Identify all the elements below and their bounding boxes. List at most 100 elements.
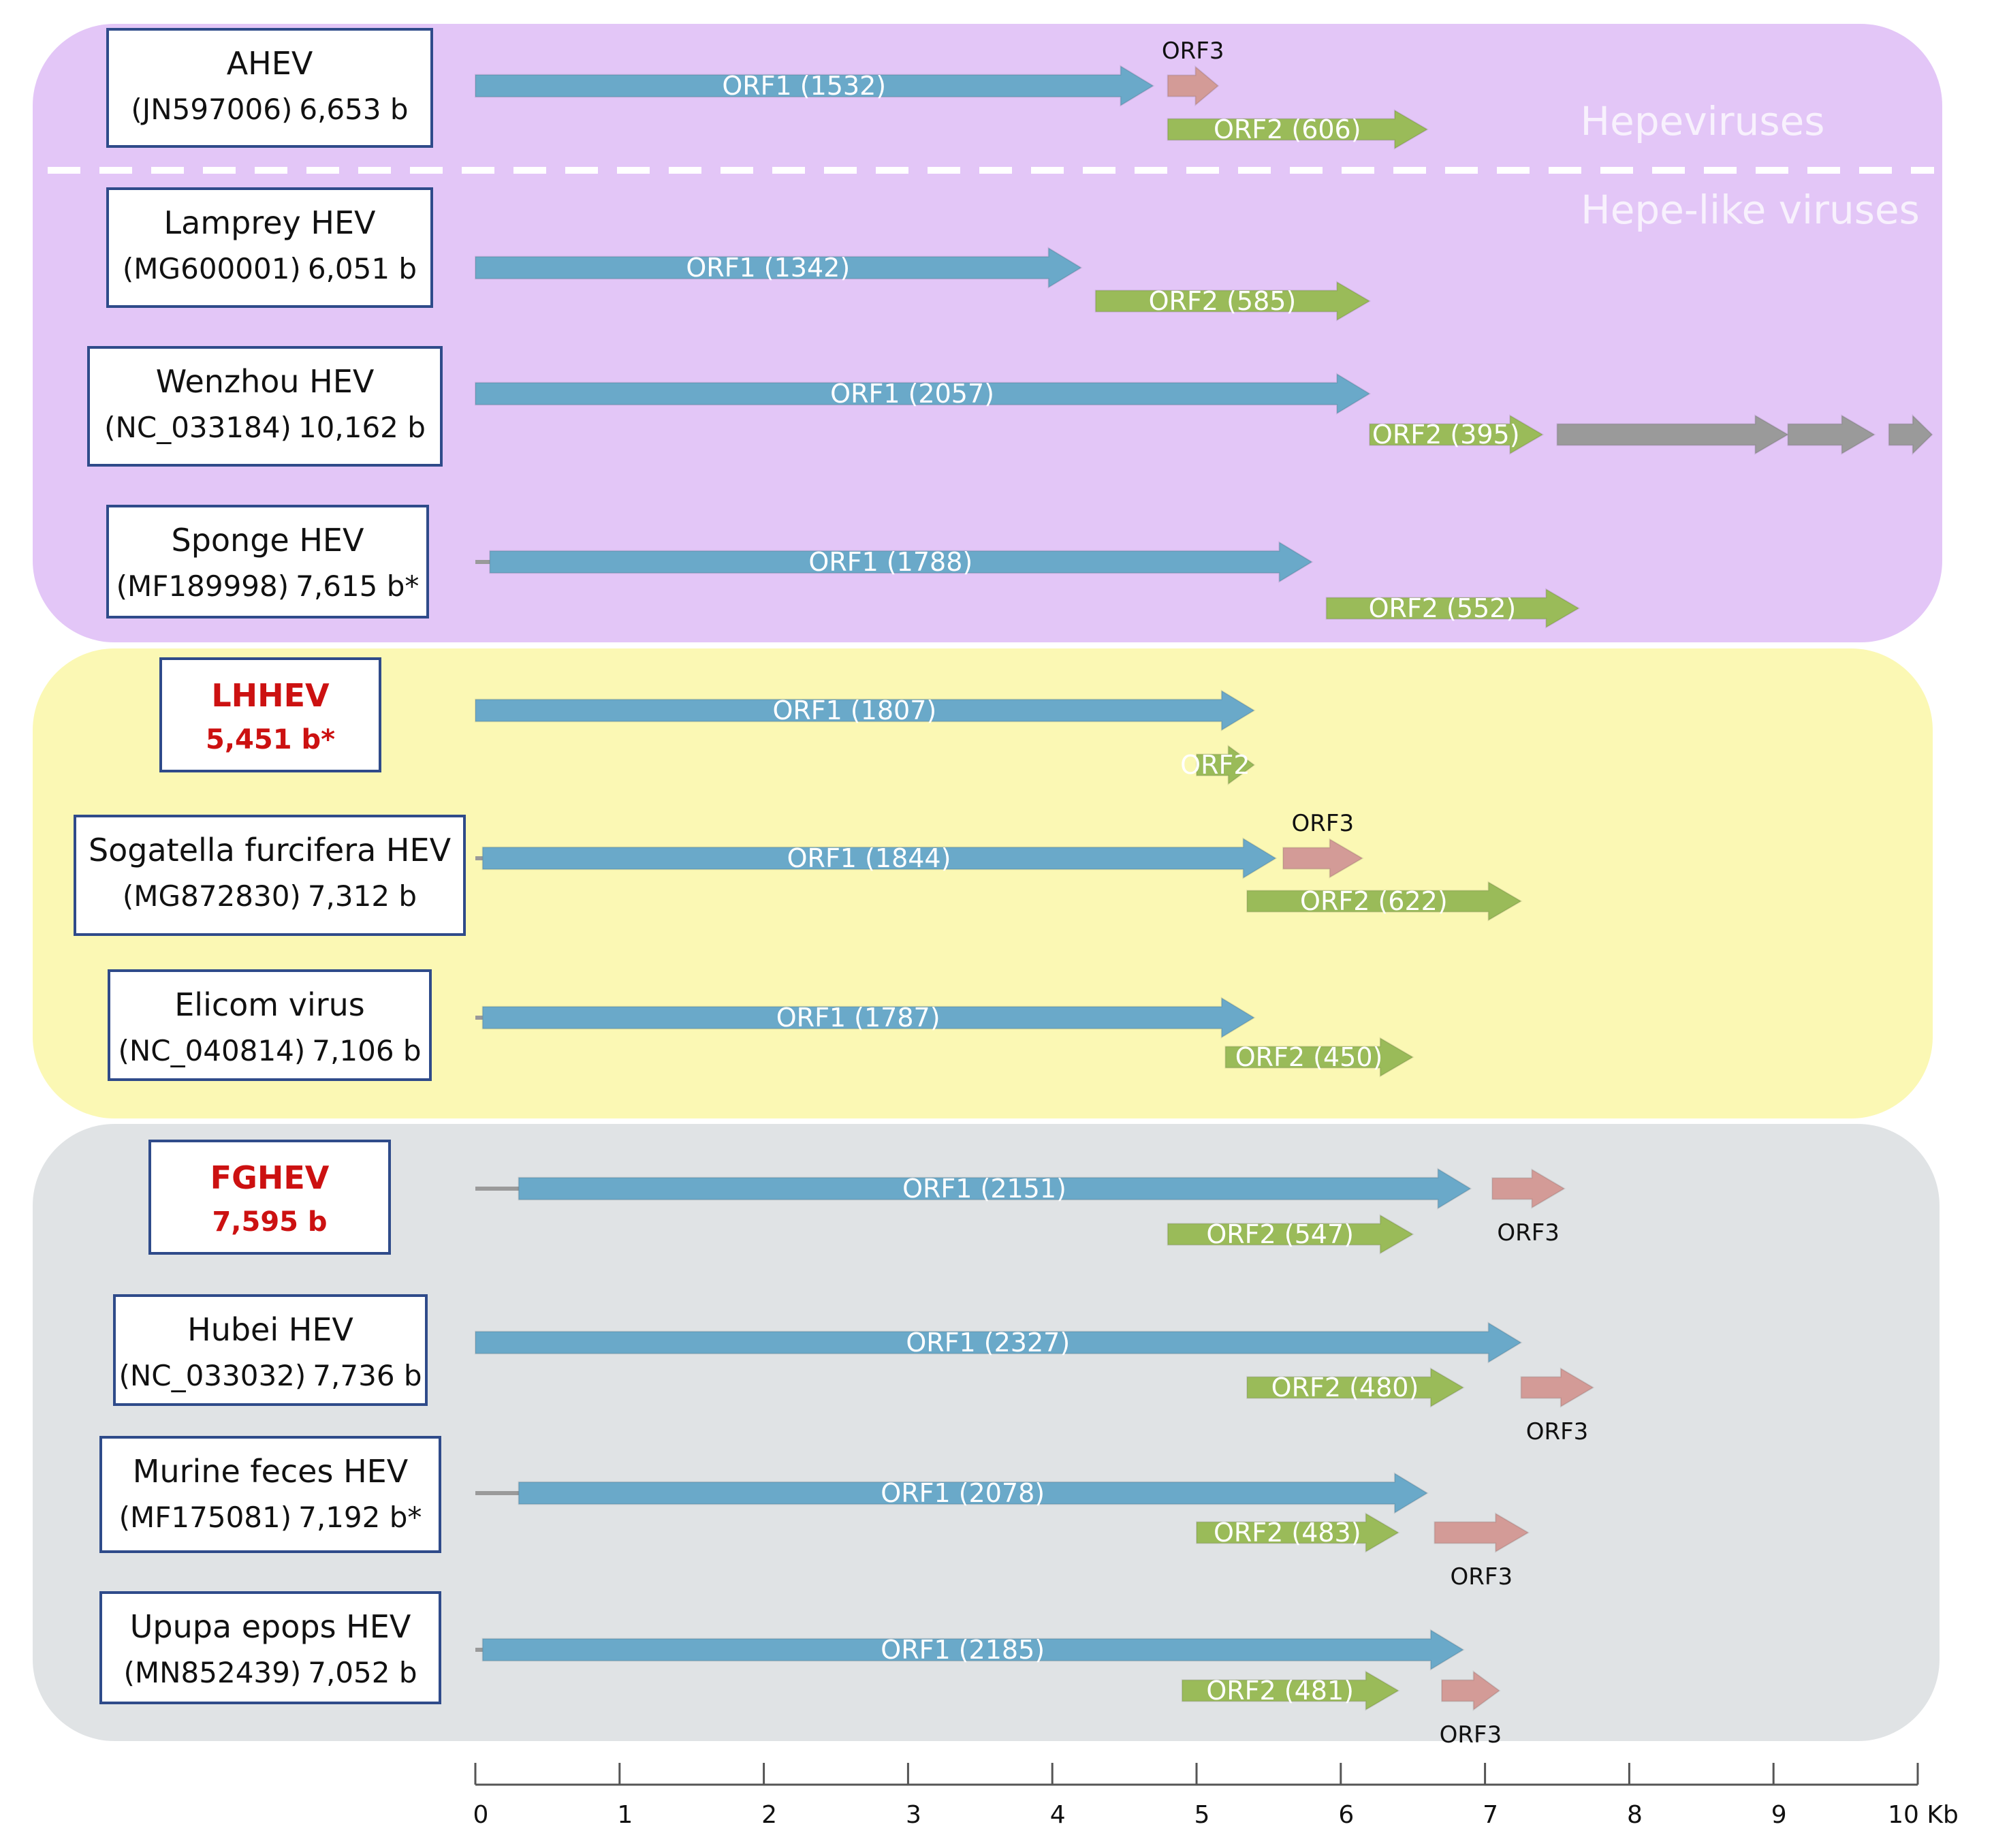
orf1-arrow	[475, 1321, 1523, 1364]
genome-name: AHEV	[227, 45, 313, 82]
genome-accession-size: (MG600001)6,051 b	[123, 252, 417, 285]
scale-tick-label: 10 Kb	[1888, 1801, 1959, 1829]
orf1-label: ORF1 (1788)	[808, 547, 972, 577]
genome-name: FGHEV	[210, 1159, 330, 1196]
orf1-label: ORF1 (1787)	[776, 1003, 940, 1033]
orf2-label: ORF2 (606)	[1214, 114, 1361, 144]
orf1-arrow	[475, 689, 1256, 732]
orf1-arrow	[489, 541, 1314, 583]
orf1-arrow	[475, 373, 1372, 415]
genome-accession: (NC_033032)	[118, 1359, 306, 1392]
orf2-label: ORF2 (552)	[1369, 593, 1517, 623]
orf2-arrow	[1094, 281, 1372, 322]
orf1-label: ORF1 (2185)	[881, 1635, 1045, 1665]
genome-label-box	[99, 1591, 441, 1704]
genome-accession-size: (MN852439)7,052 b	[123, 1656, 417, 1689]
genome-label-box	[87, 346, 443, 467]
orf3-arrow	[1434, 1512, 1530, 1553]
orf2-arrow	[1369, 414, 1545, 455]
genome-accession-size: (NC_033032)7,736 b	[118, 1359, 422, 1392]
orf2-arrow	[1167, 1214, 1414, 1255]
orf2-arrow	[1196, 1512, 1400, 1553]
other-arrow	[1888, 413, 1933, 456]
group-label-hepeviruses: Hepeviruses	[1581, 98, 1825, 144]
orf1-label: ORF1 (1532)	[722, 71, 886, 101]
genome-size: 6,653 b	[299, 93, 408, 126]
orf1-arrow	[518, 1168, 1472, 1210]
scale-tick-label: 7	[1483, 1801, 1498, 1829]
orf1-arrow	[518, 1472, 1429, 1514]
orf1-label: ORF1 (2057)	[830, 379, 994, 409]
genome-name: Elicom virus	[174, 986, 365, 1023]
orf1-arrow	[481, 837, 1278, 879]
genome-accession: (MG872830)	[123, 879, 301, 913]
genome-name: Wenzhou HEV	[156, 363, 375, 400]
orf2-label: ORF2 (547)	[1206, 1219, 1354, 1249]
genome-accession: (JN597006)	[131, 93, 292, 126]
genome-name: Sponge HEV	[172, 522, 364, 559]
genome-row: Elicom virus (NC_040814)7,106 b ORF1 (1787…	[108, 969, 1414, 1081]
genome-size: 7,052 b	[308, 1656, 417, 1689]
genome-accession: (MG600001)	[123, 252, 301, 285]
genome-name: Lamprey HEV	[164, 204, 377, 241]
orf1-label: ORF1 (1342)	[686, 253, 850, 283]
orf2-arrow	[1181, 1670, 1400, 1711]
genome-accession-size: (NC_040814)7,106 b	[118, 1034, 421, 1067]
genome-size: 5,451 b*	[206, 724, 335, 755]
scale-tick-label: 0	[473, 1801, 489, 1829]
orf1-arrow	[481, 997, 1256, 1039]
genome-size: 7,736 b	[313, 1359, 422, 1392]
genome-label-box	[113, 1294, 428, 1406]
orf1-arrow	[481, 1629, 1465, 1671]
orf2-label: ORF2 (480)	[1271, 1373, 1419, 1403]
orf2-label: ORF2 (395)	[1372, 420, 1520, 450]
orf2-arrow	[1325, 588, 1581, 629]
scale-tick-label: 4	[1050, 1801, 1066, 1829]
genome-accession-size: (NC_033184)10,162 b	[104, 411, 426, 444]
scale-tick-label: 1	[617, 1801, 633, 1829]
genome-size: 7,106 b	[312, 1034, 421, 1067]
group-label-hepe-like: Hepe-like viruses	[1581, 187, 1920, 233]
orf3-label: ORF3	[1526, 1418, 1589, 1445]
orf2-arrow	[1167, 109, 1429, 150]
genome-name: Sogatella furcifera HEV	[89, 832, 452, 868]
genome-size: 10,162 b	[298, 411, 426, 444]
genome-row: Sponge HEV (MF189998)7,615 b* ORF1 (1788) O…	[106, 505, 1581, 629]
genome-label-box	[106, 505, 429, 618]
genome-row: Sogatella furcifera HEV(MG872830)7,312 b…	[74, 810, 1523, 936]
group-background-hepeviruses	[33, 24, 1942, 642]
genome-accession-size: (MF189998)7,615 b*	[116, 569, 420, 603]
genome-label-box	[108, 969, 432, 1081]
genome-label-box	[148, 1140, 391, 1255]
scale-tick-label: 5	[1194, 1801, 1210, 1829]
genome-size: 6,051 b	[308, 252, 417, 285]
genome-accession-size: (MF175081)7,192 b*	[119, 1501, 422, 1534]
orf3-label: ORF3	[1292, 810, 1355, 837]
orf2-label: ORF2 (622)	[1300, 886, 1448, 916]
orf3-arrow	[1441, 1670, 1501, 1711]
orf2-label: ORF2 (481)	[1206, 1676, 1354, 1706]
genome-name: Murine feces HEV	[133, 1453, 409, 1490]
genome-name: Hubei HEV	[187, 1311, 353, 1348]
scale-tick-label: 6	[1338, 1801, 1354, 1829]
orf2-label: ORF2 (483)	[1214, 1518, 1361, 1548]
orf1-label: ORF1 (2327)	[906, 1328, 1070, 1358]
genome-row: Murine feces HEV(MF175081)7,192 b*ORF1 (…	[99, 1436, 1530, 1591]
scale-tick-label: 9	[1771, 1801, 1787, 1829]
orf3-arrow	[1491, 1168, 1566, 1209]
genome-accession: (MN852439)	[123, 1656, 301, 1689]
genome-accession-size: (JN597006)6,653 b	[131, 93, 408, 126]
genome-label-box	[106, 187, 433, 308]
genome-row: Hubei HEV (NC_033032)7,736 b ORF1 (2327) OR…	[113, 1294, 1595, 1445]
genome-size: 7,192 b*	[298, 1501, 422, 1534]
orf2-arrow	[1196, 745, 1256, 785]
orf1-label: ORF1 (1807)	[772, 695, 936, 725]
scale-tick-label: 3	[906, 1801, 921, 1829]
genome-label-box	[74, 815, 466, 936]
genome-row: Wenzhou HEV (NC_033184)10,162 b ORF1 (2057…	[87, 346, 1933, 467]
scale-tick-label: 8	[1627, 1801, 1643, 1829]
genome-label-box	[99, 1436, 441, 1553]
